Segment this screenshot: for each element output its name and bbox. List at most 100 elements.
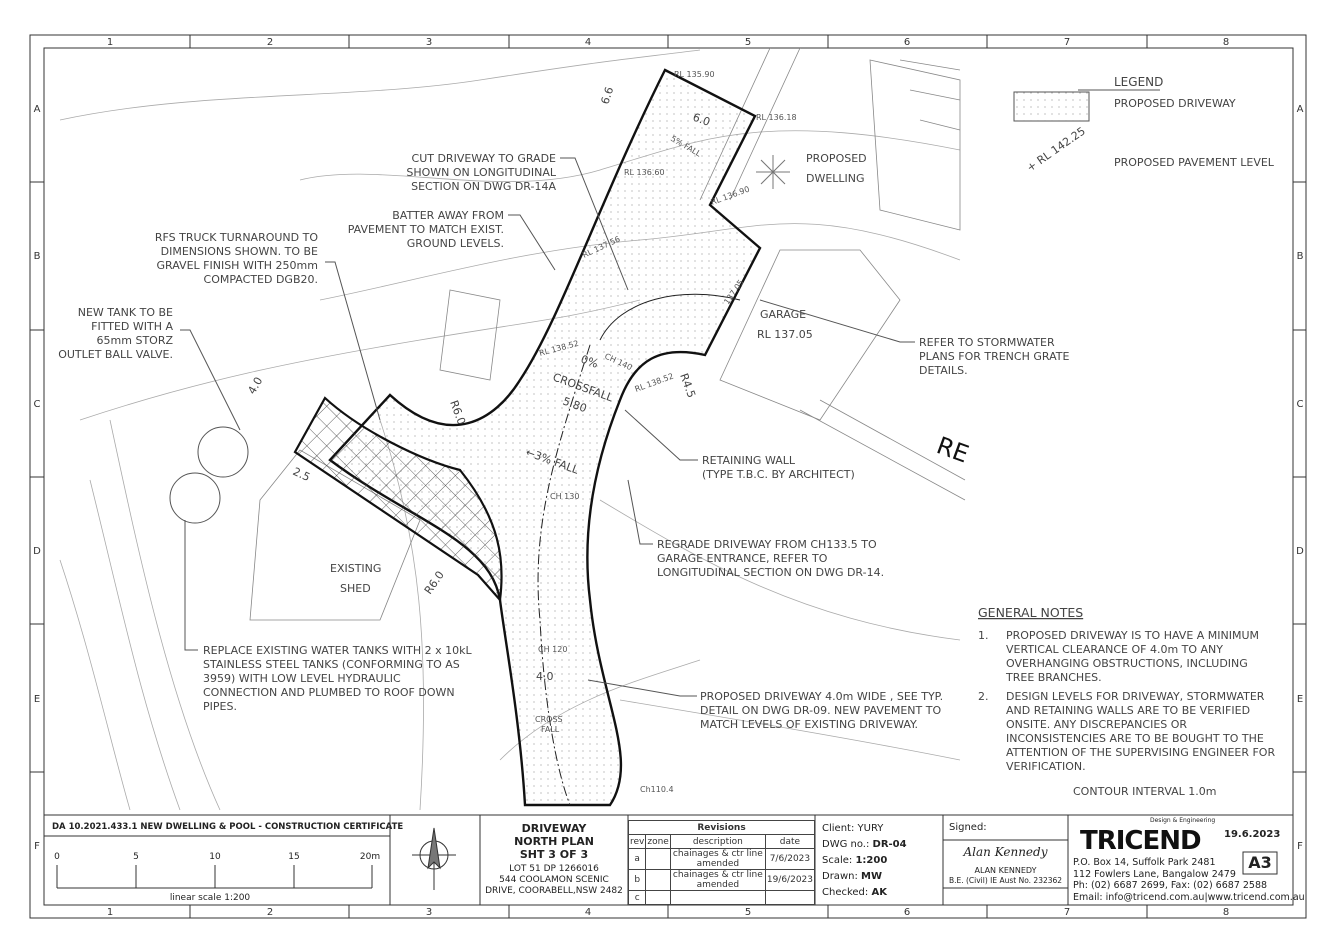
scale-tick-label: 0 — [54, 852, 60, 862]
general-note-line: INCONSISTENCIES ARE TO BE BOUGHT TO THE — [1006, 732, 1264, 745]
note-rfs-turnaround: GRAVEL FINISH WITH 250mm — [157, 259, 318, 272]
grid-col-label: 6 — [904, 907, 910, 918]
note-rfs-turnaround: RFS TRUCK TURNAROUND TO — [155, 231, 318, 244]
checked-label: Checked: — [822, 887, 869, 898]
drawing-title-line: SHT 3 OF 3 — [519, 848, 589, 861]
note-rfs-turnaround: DIMENSIONS SHOWN. TO BE — [161, 245, 318, 258]
legend-driveway-swatch — [1013, 91, 1090, 122]
grid-row-label: C — [1297, 399, 1304, 410]
drawn-label: Drawn: — [822, 871, 858, 882]
note-regrade: GARAGE ENTRANCE, REFER TO — [657, 552, 828, 565]
note-cut-driveway: SHOWN ON LONGITUDINAL — [406, 166, 557, 179]
dimension-label: 2.5 — [291, 465, 312, 484]
engineer-credentials: B.E. (Civil) IE Aust No. 232362 — [948, 876, 1063, 885]
grid-col-label: 2 — [267, 907, 273, 918]
dimension-label: R6.0 — [447, 399, 468, 427]
room-label: RL 137.05 — [757, 328, 813, 341]
note-replace-tanks: 3959) WITH LOW LEVEL HYDRAULIC — [203, 672, 401, 685]
note-batter: PAVEMENT TO MATCH EXIST. — [348, 223, 504, 236]
scale-caption: linear scale 1:200 — [170, 893, 251, 903]
grid-row-label: B — [1297, 251, 1304, 262]
drawing-info: Client: YURY DWG no.: DR-04 Scale: 1:200… — [822, 821, 907, 901]
date-cell — [764, 890, 816, 905]
note-retaining-wall: RETAINING WALL — [702, 454, 796, 467]
company-contact: P.O. Box 14, Suffolk Park 2481 112 Fowle… — [1073, 857, 1305, 903]
general-notes-title: GENERAL NOTES — [978, 605, 1083, 620]
general-note-line: ATTENTION OF THE SUPERVISING ENGINEER FO… — [1006, 746, 1275, 759]
legend-item: PROPOSED DRIVEWAY — [1114, 97, 1236, 110]
checked-value: AK — [871, 887, 887, 898]
grid-col-label: 2 — [267, 37, 273, 48]
note-cut-driveway: CUT DRIVEWAY TO GRADE — [412, 152, 557, 165]
grid-col-label: 1 — [107, 907, 113, 918]
note-number: 1. — [978, 629, 989, 642]
grid-row-label: E — [34, 694, 40, 705]
grid-col-label: 3 — [426, 907, 432, 918]
note-regrade: REGRADE DRIVEWAY FROM CH133.5 TO — [657, 538, 877, 551]
dimension-label: R4.5 — [677, 372, 698, 400]
revisions-heading: Revisions — [628, 820, 815, 835]
turn-arc — [599, 293, 741, 341]
engineer-name: ALAN KENNEDY — [974, 866, 1037, 875]
client-value: YURY — [857, 823, 884, 834]
company-logo: TRICEND — [1080, 826, 1202, 856]
dwg-value: DR-04 — [872, 839, 907, 850]
grid-row-label: B — [34, 251, 41, 262]
zone-cell — [645, 890, 671, 905]
note-replace-tanks: STAINLESS STEEL TANKS (CONFORMING TO AS — [203, 658, 460, 671]
note-proposed-driveway: DETAIL ON DWG DR-09. NEW PAVEMENT TO — [700, 704, 941, 717]
contour-lines — [59, 49, 961, 811]
grid-col-label: 6 — [904, 37, 910, 48]
note-stormwater: DETAILS. — [919, 364, 968, 377]
grid-col-label: 5 — [745, 37, 751, 48]
dimension-label: 4.0 — [245, 375, 265, 397]
general-note-line: ONSITE. ANY DISCREPANCIES OR — [1006, 718, 1187, 731]
scale-tick-label: 15 — [288, 852, 299, 862]
room-label: SHED — [340, 582, 371, 595]
description-cell: chainages & ctr line amended — [669, 869, 766, 891]
client-label: Client: — [822, 823, 855, 834]
drawing-title: DRIVEWAY NORTH PLAN SHT 3 OF 3 — [480, 822, 628, 861]
grid-row-label: D — [33, 546, 41, 557]
note-new-tank: FITTED WITH A — [91, 320, 173, 333]
general-note-line: VERTICAL CLEARANCE OF 4.0m TO ANY — [1006, 643, 1223, 656]
note-retaining-wall: (TYPE T.B.C. BY ARCHITECT) — [702, 468, 855, 481]
site-address: LOT 51 DP 1266016 544 COOLAMON SCENIC DR… — [480, 864, 628, 897]
room-label: GARAGE — [760, 308, 806, 321]
company-tagline: Design & Engineering — [1150, 817, 1216, 824]
note-replace-tanks: PIPES. — [203, 700, 237, 713]
note-batter: BATTER AWAY FROM — [392, 209, 504, 222]
grid-ticks — [30, 35, 1306, 918]
grid-col-label: 7 — [1064, 37, 1070, 48]
contact-line: P.O. Box 14, Suffolk Park 2481 — [1073, 857, 1216, 868]
grid-col-label: 8 — [1223, 37, 1229, 48]
level-label: RL 135.90 — [674, 70, 715, 79]
level-label: RL 136.60 — [624, 168, 665, 177]
dimension-label: R6.0 — [422, 569, 447, 597]
fall-label: 0% — [579, 353, 600, 371]
note-rfs-turnaround: COMPACTED DGB20. — [204, 273, 318, 286]
rfs-turnaround — [293, 396, 503, 603]
grid-col-label: 1 — [107, 37, 113, 48]
centreline — [537, 344, 591, 806]
fall-label: FALL — [541, 725, 560, 734]
water-tank — [197, 426, 249, 478]
column-header: rev — [627, 834, 647, 849]
north-arrow-icon — [412, 827, 456, 890]
note-new-tank: OUTLET BALL VALVE. — [58, 348, 173, 361]
date-cell: 19/6/2023 — [764, 869, 816, 891]
address-line: 544 COOLAMON SCENIC — [499, 875, 609, 885]
description-cell — [669, 890, 766, 905]
linear-scale-bar — [56, 865, 373, 889]
dimension-label: 4.0 — [536, 670, 554, 683]
note-proposed-driveway: MATCH LEVELS OF EXISTING DRIVEWAY. — [700, 718, 918, 731]
drawing-title-line: DRIVEWAY — [521, 822, 587, 835]
column-header: date — [764, 834, 816, 849]
tree-icon — [756, 155, 790, 189]
date-cell: 7/6/2023 — [764, 848, 816, 870]
dimension-label: 6.6 — [598, 85, 616, 106]
note-replace-tanks: REPLACE EXISTING WATER TANKS WITH 2 x 10… — [203, 644, 473, 657]
